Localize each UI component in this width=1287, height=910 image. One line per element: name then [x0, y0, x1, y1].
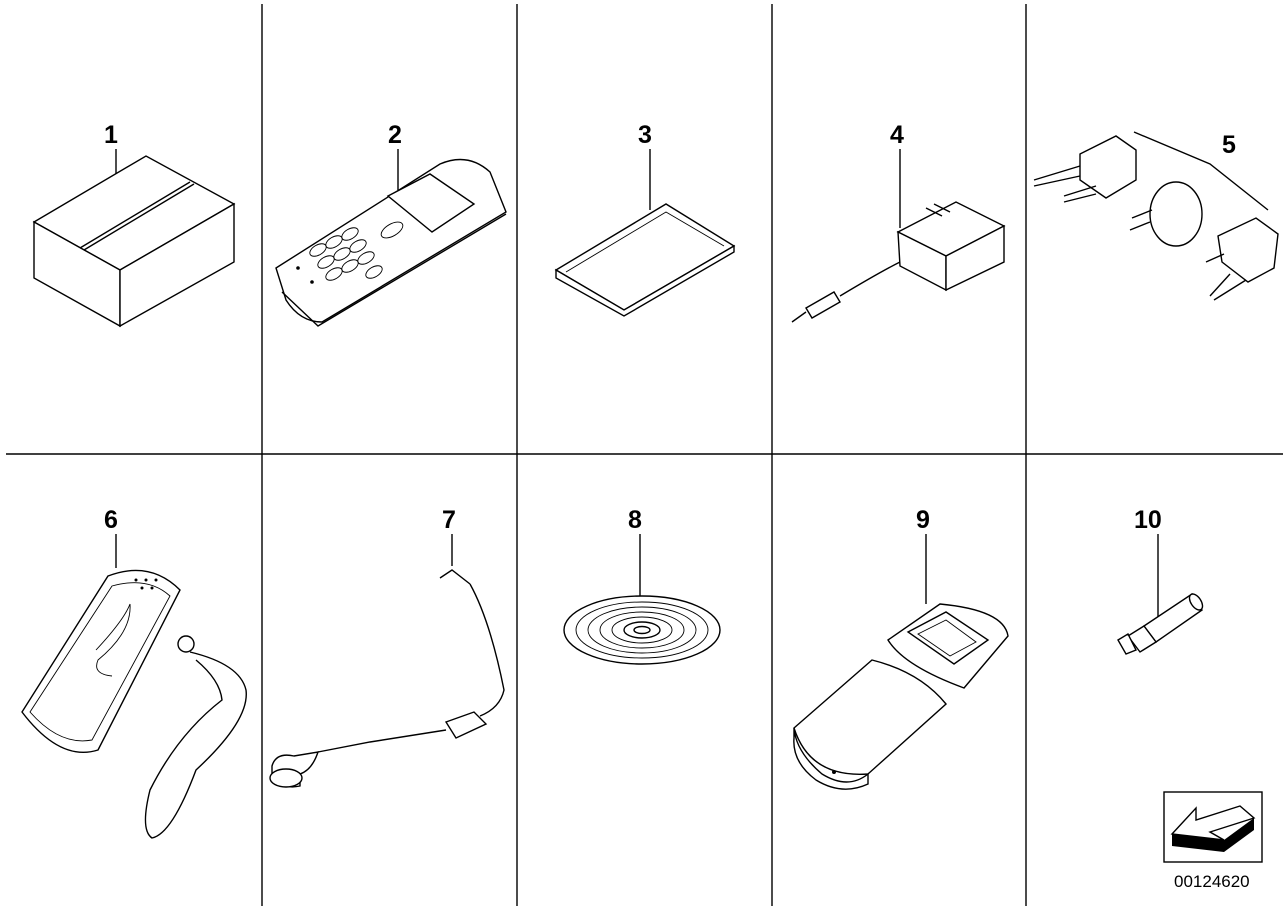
callout-8: 8 — [628, 506, 642, 534]
arrow-back-icon — [1170, 805, 1256, 852]
part-8[interactable]: 8 — [563, 506, 721, 665]
battery-icon — [554, 203, 736, 317]
part-2[interactable]: 2 — [275, 121, 507, 327]
part-5[interactable]: 5 — [1033, 131, 1279, 301]
part-6[interactable]: 6 — [21, 506, 247, 839]
adapter-plug-icon — [1117, 593, 1204, 655]
back-arrow-button[interactable] — [1163, 791, 1263, 863]
callout-6: 6 — [104, 506, 118, 534]
callout-7: 7 — [442, 506, 456, 534]
part-10[interactable]: 10 — [1117, 506, 1205, 655]
headset-icon — [269, 569, 505, 788]
part-4[interactable]: 4 — [791, 121, 1006, 323]
pouch-icon — [793, 603, 1009, 790]
callout-3: 3 — [638, 121, 652, 149]
callout-10: 10 — [1134, 506, 1162, 534]
part-3[interactable]: 3 — [554, 121, 736, 317]
document-number: 00124620 — [1174, 872, 1250, 891]
cd-icon — [563, 595, 721, 665]
plug-adapters-icon — [1033, 135, 1279, 301]
mobile-phone-icon — [275, 158, 507, 327]
part-9[interactable]: 9 — [793, 506, 1009, 790]
grid-lines — [6, 4, 1283, 906]
callout-4: 4 — [890, 121, 904, 149]
callout-5: 5 — [1222, 131, 1236, 159]
callout-2: 2 — [388, 121, 402, 149]
callout-1: 1 — [104, 121, 118, 149]
part-1[interactable]: 1 — [32, 121, 236, 328]
charger-icon — [791, 201, 1006, 323]
phone-case-icon — [21, 569, 247, 839]
part-7[interactable]: 7 — [269, 506, 505, 788]
box-icon — [32, 155, 236, 328]
callout-9: 9 — [916, 506, 930, 534]
